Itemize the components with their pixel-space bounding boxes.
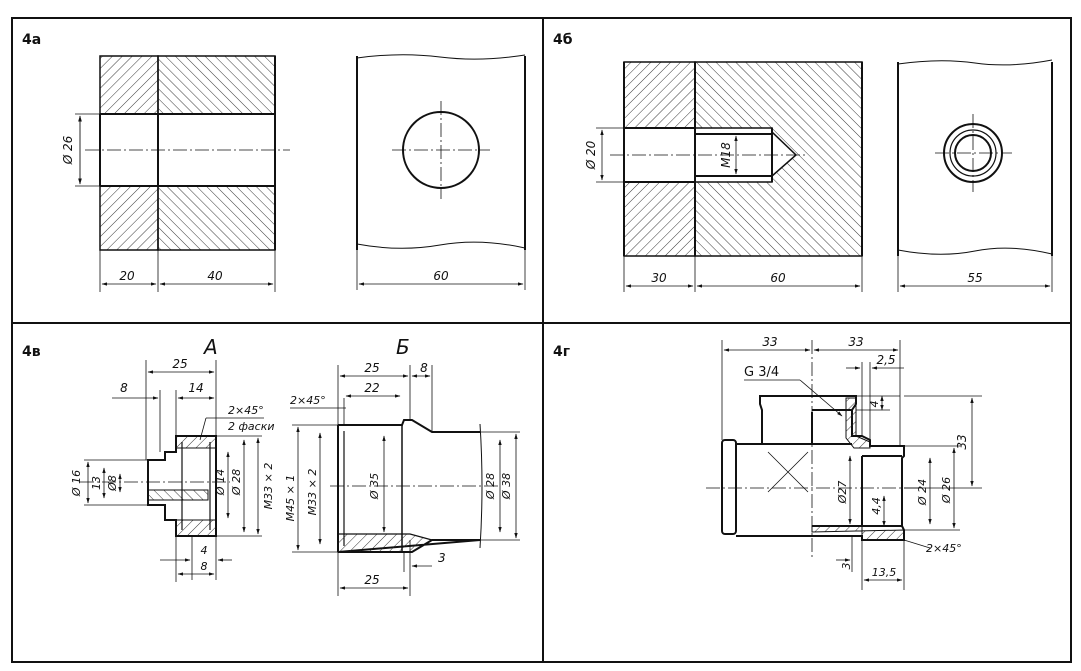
panel-label-4v: 4в <box>22 344 41 360</box>
g-dim-33b: 33 <box>848 335 863 349</box>
a-dim-4: 4 <box>201 544 208 557</box>
g-dim-d27: Ø27 <box>836 481 849 505</box>
b-dim-3: 3 <box>438 551 446 565</box>
dim-60b: 60 <box>770 271 786 285</box>
dim-60: 60 <box>433 269 449 283</box>
g-dim-3: 3 <box>840 563 853 570</box>
g-dim-33v: 33 <box>955 434 969 449</box>
a-dim-8b: 8 <box>201 560 208 573</box>
a-dim-m33: M33 × 2 <box>262 463 275 510</box>
a-dim-25: 25 <box>172 357 187 371</box>
panel-label-4g: 4г <box>553 344 570 360</box>
a-dim-d16: Ø 16 <box>70 470 83 497</box>
a-dim-d8: Ø8 <box>106 475 119 492</box>
g-dim-4: 4 <box>868 401 881 408</box>
b-dim-d38: Ø 38 <box>500 473 513 500</box>
b-dim-d28: Ø 28 <box>484 473 497 500</box>
panel-label-4a: 4а <box>22 32 41 48</box>
g-chamfer: 2×45° <box>926 542 962 555</box>
b-chamfer: 2×45° <box>290 394 326 407</box>
sheet-frame <box>11 17 1072 663</box>
b-dim-22: 22 <box>364 381 379 395</box>
b-dim-25b: 25 <box>364 573 379 587</box>
dim-d20: Ø 20 <box>584 140 598 170</box>
panel-4g: 4г <box>553 335 982 590</box>
dim-30: 30 <box>651 271 667 285</box>
a-dim-14: 14 <box>188 381 203 395</box>
a-dim-d14: Ø 14 <box>214 469 227 496</box>
dim-d26: Ø 26 <box>61 135 75 165</box>
dim-55: 55 <box>967 271 982 285</box>
g-dim-33a: 33 <box>762 335 777 349</box>
dim-m18: M18 <box>719 142 733 168</box>
g-thread: G 3/4 <box>744 365 779 380</box>
b-dim-d35: Ø 35 <box>368 473 381 500</box>
panel-label-4b: 4б <box>553 32 573 48</box>
panel-4v: 4в А <box>22 335 520 596</box>
b-dim-m33: M33 × 2 <box>306 469 319 516</box>
part-a-title: А <box>202 335 218 359</box>
panel-4b: 4б Ø 20 M18 <box>553 32 1053 292</box>
g-dim-d26: Ø 26 <box>940 477 953 504</box>
g-dim-4-4: 4,4 <box>870 497 883 515</box>
g-dim-d24: Ø 24 <box>916 479 929 506</box>
part-b: Б 25 8 22 2×45° <box>284 335 520 596</box>
b-dim-m45: M45 × 1 <box>284 475 297 522</box>
g-dim-2-5: 2,5 <box>876 353 895 367</box>
part-a: А 25 <box>70 335 275 582</box>
part-b-title: Б <box>396 335 410 359</box>
b-dim-8: 8 <box>420 361 428 375</box>
a-dim-d28: Ø 28 <box>230 469 243 496</box>
panel-4a: 4а Ø 26 20 40 <box>22 32 526 292</box>
dim-20: 20 <box>119 269 135 283</box>
b-dim-25: 25 <box>364 361 379 375</box>
a-chamfer: 2×45° <box>228 404 264 417</box>
a-dim-13: 13 <box>90 476 103 490</box>
a-dim-8: 8 <box>120 381 128 395</box>
g-dim-13-5: 13,5 <box>872 566 897 579</box>
dim-40: 40 <box>207 269 223 283</box>
a-chamfer-note: 2 фаски <box>228 420 274 433</box>
